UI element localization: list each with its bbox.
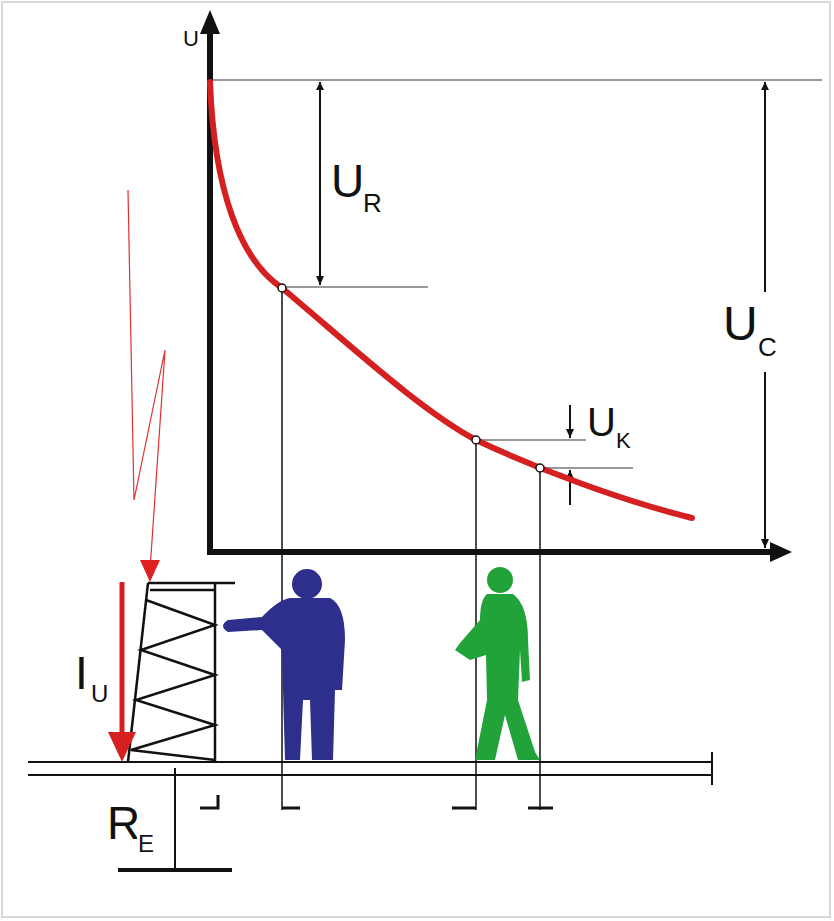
- symbol-letter: U: [586, 402, 617, 442]
- subscript: E: [137, 832, 155, 856]
- ground-line: [28, 774, 712, 776]
- axis-arrow: [770, 542, 792, 562]
- reference-line: [210, 80, 822, 81]
- earth-lead: [174, 768, 176, 870]
- dimension-arrow: [569, 470, 571, 505]
- subscript: U: [90, 682, 109, 706]
- symbol-letter: I: [74, 650, 89, 696]
- person-walking: [487, 567, 513, 593]
- curve-point: [472, 436, 480, 444]
- dimension-arrow: [764, 82, 766, 292]
- probe-marks: [200, 795, 553, 808]
- x-axis: [207, 549, 775, 555]
- symbol-letter: U: [722, 300, 759, 348]
- symbol-letter: U: [330, 158, 365, 204]
- current-arrow: [120, 582, 125, 735]
- drop-line: [281, 288, 283, 810]
- person-walking: [455, 594, 540, 760]
- lightning-head: [140, 560, 160, 582]
- dimension-arrow: [569, 405, 571, 438]
- subscript: C: [757, 334, 778, 360]
- earth-symbol: [118, 868, 232, 872]
- drop-line: [539, 468, 541, 810]
- subscript: R: [362, 190, 383, 216]
- dimension-arrow: [319, 82, 321, 285]
- reference-line: [282, 287, 428, 288]
- curve-point: [536, 464, 544, 472]
- person-touching: [292, 569, 322, 599]
- axis-label: U: [182, 28, 200, 50]
- ground-line: [711, 752, 713, 785]
- current-arrow-head: [108, 732, 136, 762]
- dimension-arrow: [764, 372, 766, 548]
- tower: [128, 583, 235, 762]
- person-touching: [223, 598, 345, 760]
- lightning: [128, 190, 165, 570]
- curve-point: [278, 284, 286, 292]
- ground-line: [28, 761, 712, 763]
- subscript: K: [615, 430, 632, 452]
- symbol-letter: R: [106, 800, 141, 846]
- reference-line: [540, 468, 633, 469]
- axis-arrow: [200, 10, 220, 34]
